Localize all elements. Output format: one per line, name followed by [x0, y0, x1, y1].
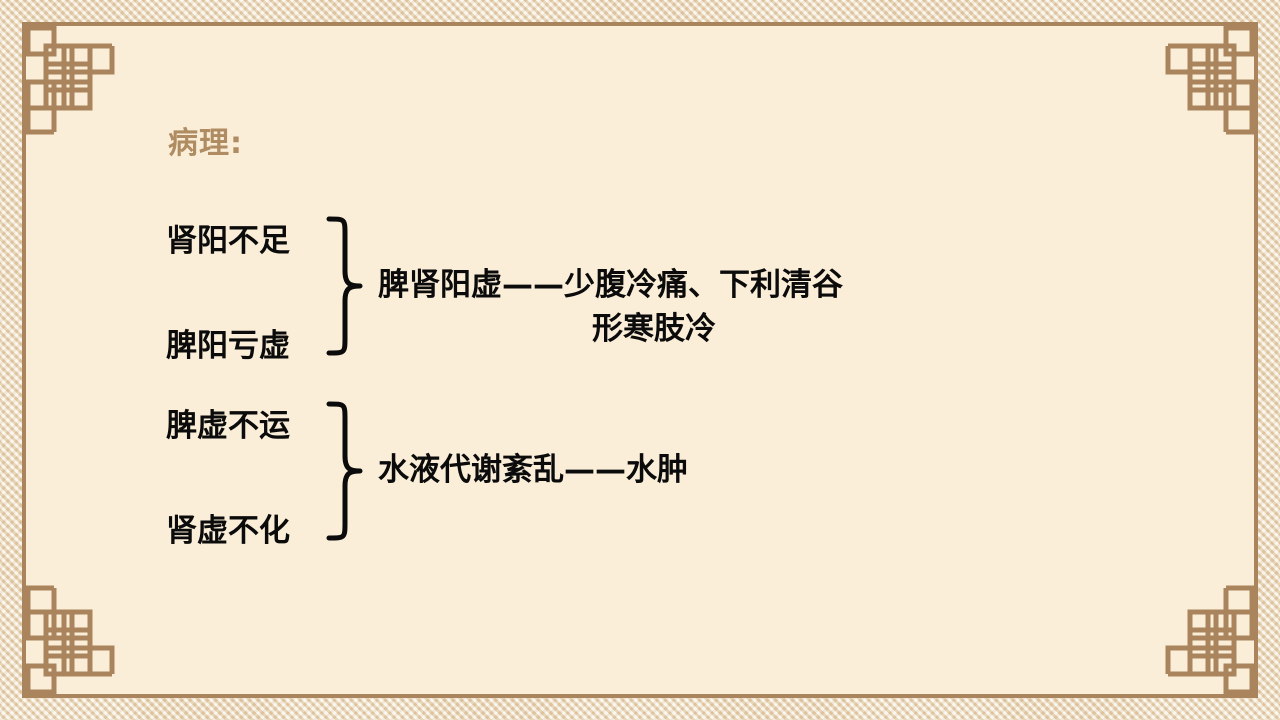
result-line-2-group-1: 形寒肢冷 [592, 311, 716, 348]
page-frame [22, 22, 1258, 698]
curly-brace-icon-1 [326, 211, 368, 361]
cause-label-spleen-yang-deficiency: 脾阳亏虚 [166, 328, 290, 364]
result-text-1: 脾肾阳虚——少腹冷痛、下利清谷 形寒肢冷 [378, 263, 843, 351]
result-text-2: 水液代谢紊乱——水肿 [378, 448, 688, 492]
cause-label-spleen-transport-failure: 脾虚不运 [166, 408, 290, 444]
cause-label-kidney-yang-deficiency: 肾阳不足 [166, 223, 290, 259]
curly-brace-icon-2 [326, 396, 368, 546]
cause-label-kidney-transformation-failure: 肾虚不化 [166, 513, 290, 549]
result-line-1-group-1: 脾肾阳虚——少腹冷痛、下利清谷 [378, 267, 843, 303]
result-line-1-group-2: 水液代谢紊乱——水肿 [378, 452, 688, 488]
page-title: 病理: [168, 126, 243, 161]
